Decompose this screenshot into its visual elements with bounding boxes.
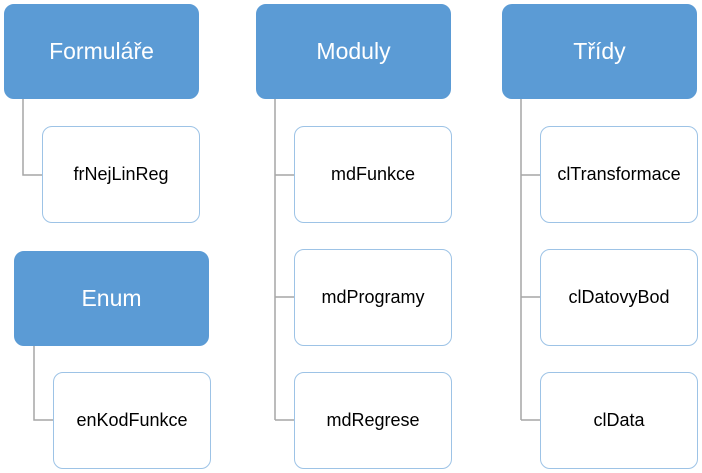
node-mdregrese-label: mdRegrese [326,410,420,430]
node-frnejlinreg-label: frNejLinReg [73,164,169,184]
node-mdprogramy: mdProgramy [294,249,452,346]
node-cldatovybod: clDatovyBod [540,249,698,346]
connector-enum [33,345,53,421]
group-moduly-title: Moduly [316,38,391,64]
group-tridy-title: Třídy [573,38,626,64]
group-tridy-box: Třídy [502,4,697,99]
node-mdregrese: mdRegrese [294,372,452,469]
node-enkodfunkce: enKodFunkce [53,372,211,469]
node-cltransformace-label: clTransformace [557,164,681,184]
node-mdprogramy-label: mdProgramy [321,287,425,307]
connector-formulare [22,98,42,176]
node-frnejlinreg: frNejLinReg [42,126,200,223]
node-mdfunkce: mdFunkce [294,126,452,223]
group-formulare-box: Formuláře [4,4,199,99]
group-moduly-box: Moduly [256,4,451,99]
node-mdfunkce-label: mdFunkce [330,164,416,184]
group-formulare-title: Formuláře [49,38,154,64]
connector-moduly [274,98,294,421]
node-enkodfunkce-label: enKodFunkce [76,410,188,430]
node-cldata: clData [540,372,698,469]
node-cldatovybod-label: clDatovyBod [568,287,670,307]
group-enum-box: Enum [14,251,209,346]
group-enum-title: Enum [81,285,142,311]
node-cldata-label: clData [593,410,645,430]
node-cltransformace: clTransformace [540,126,698,223]
connector-tridy [520,98,540,421]
